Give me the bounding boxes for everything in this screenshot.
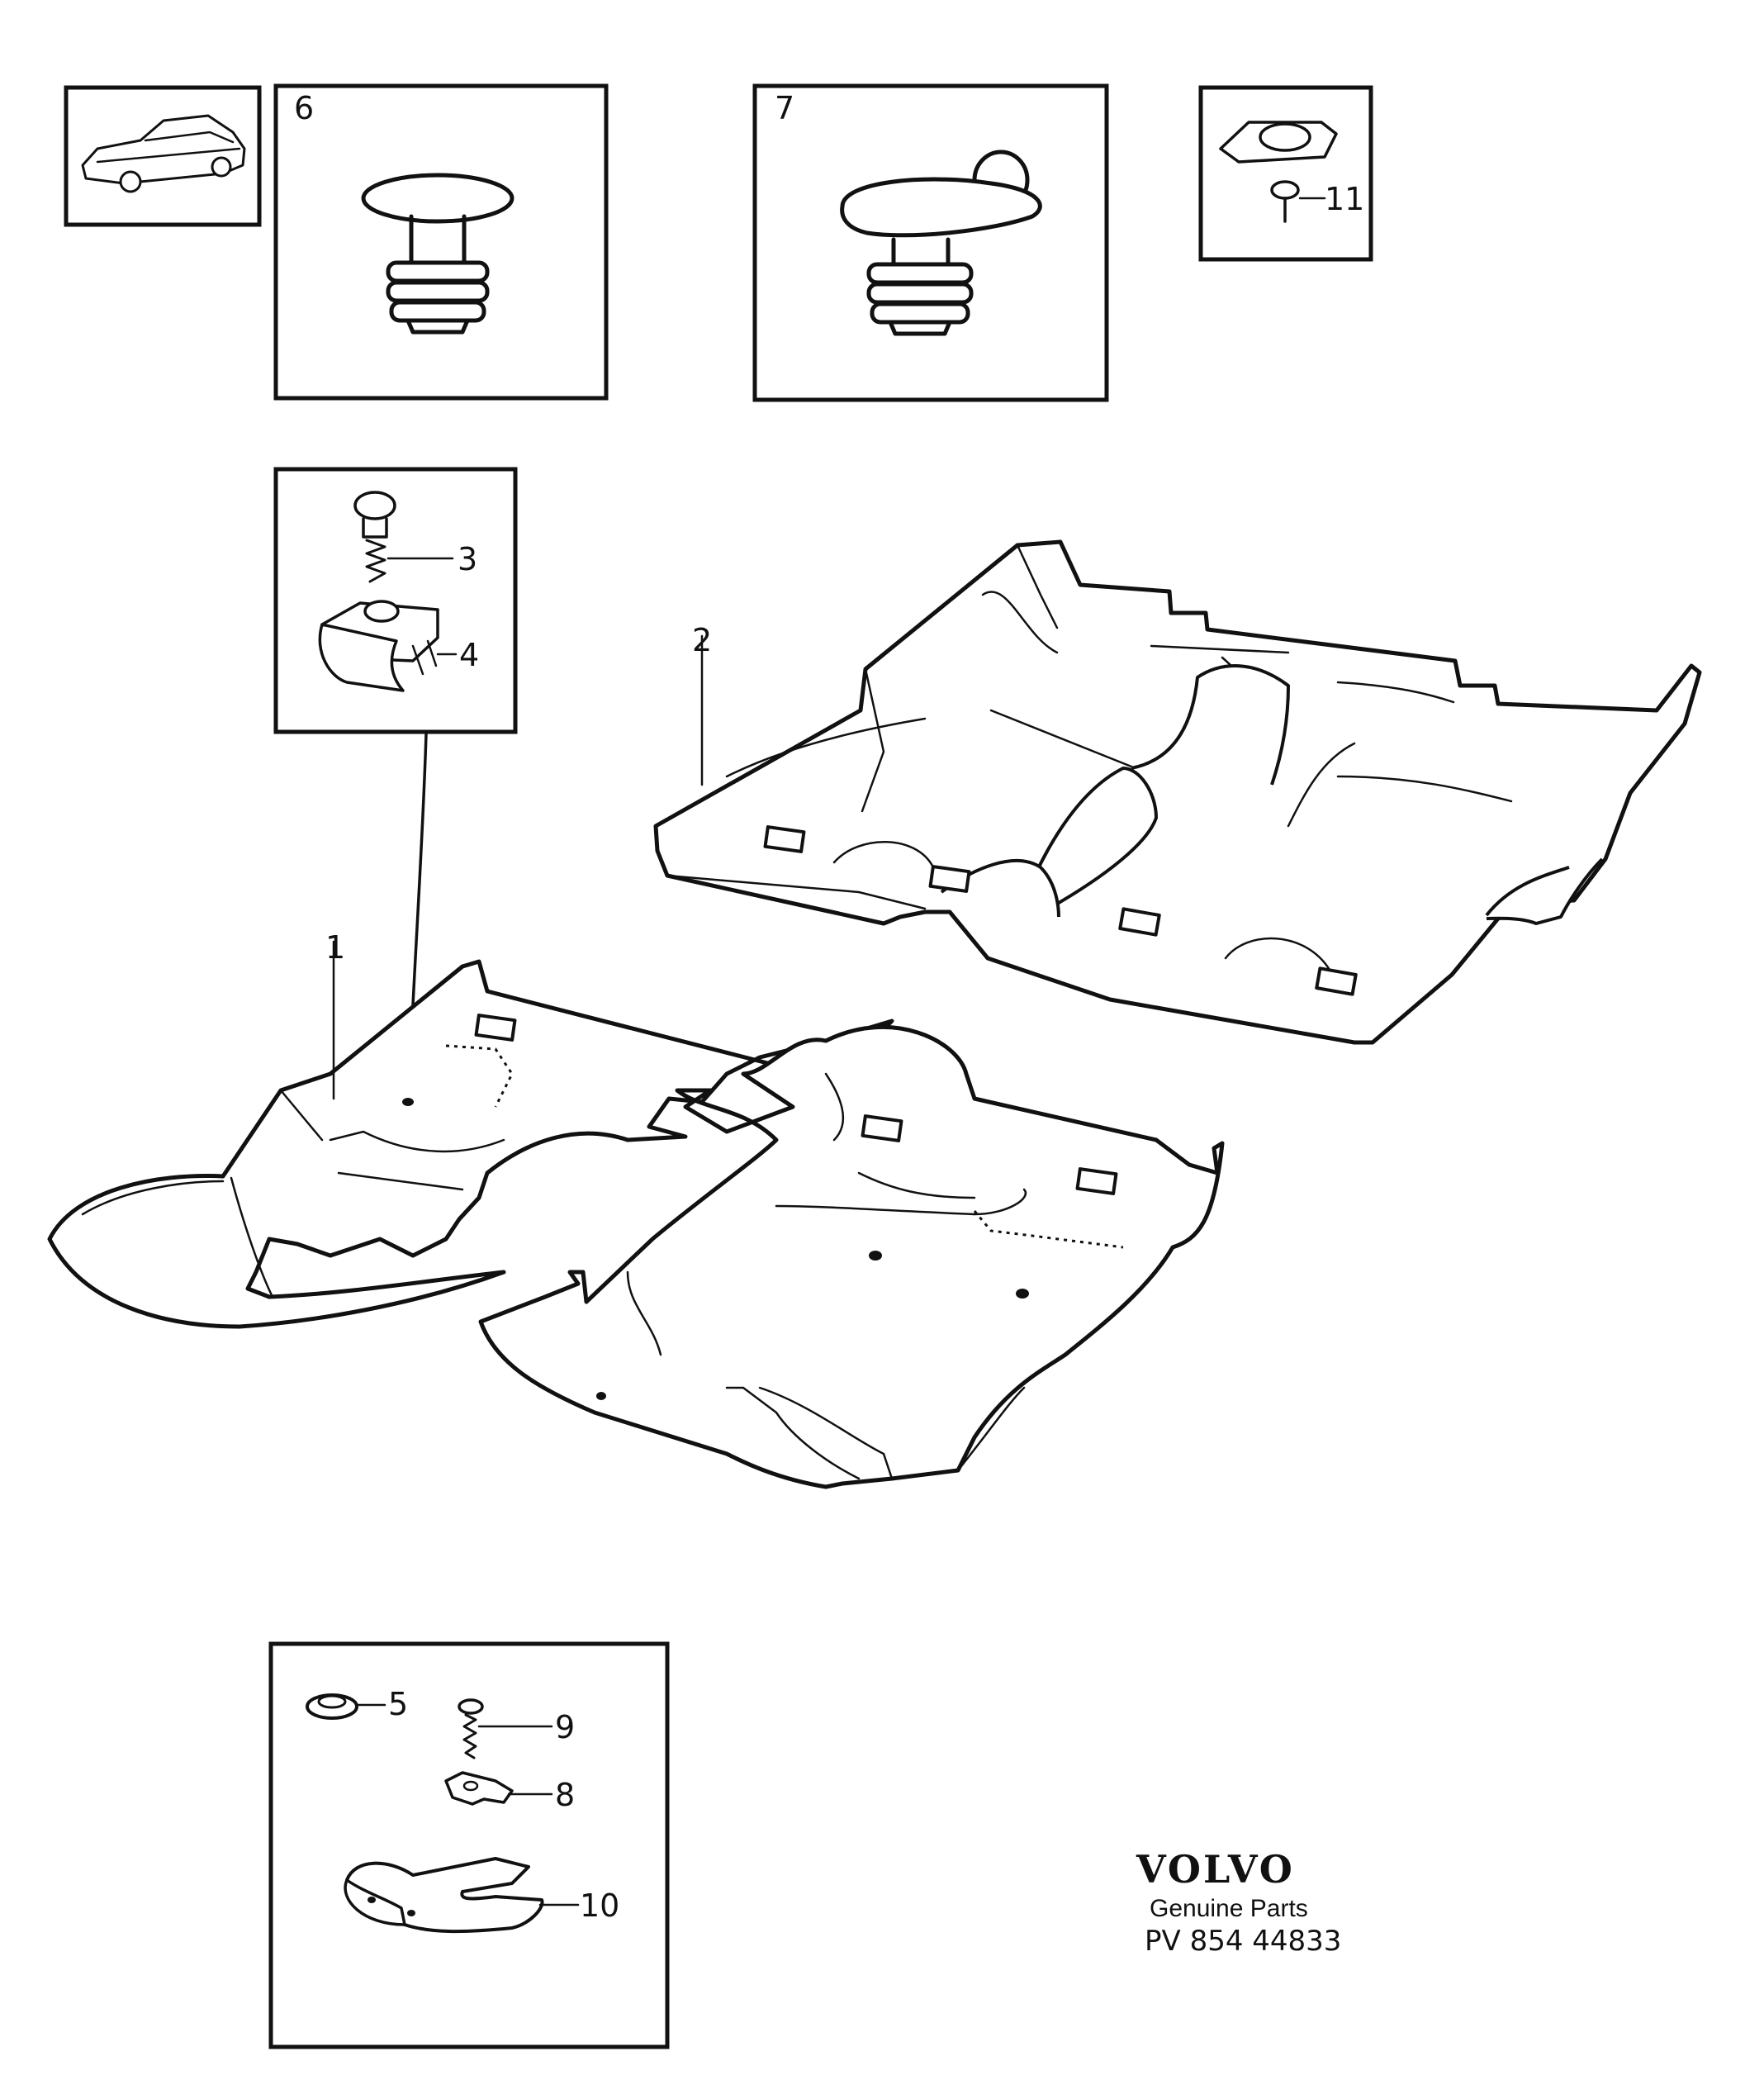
callout-4: 4	[459, 637, 479, 673]
callout-8: 8	[555, 1777, 575, 1813]
front-floor-mat-1: 1	[47, 929, 1225, 1489]
plate-10-icon	[344, 1857, 544, 1934]
detail-box-5-8-9-10-frame	[268, 1641, 670, 2049]
callout-11: 11	[1325, 181, 1364, 217]
callout-3: 3	[458, 541, 477, 577]
detail-box-11: 11	[1198, 85, 1373, 262]
brand-block: VOLVO Genuine Parts PV 854 44833	[1133, 1847, 1430, 1958]
callout-7: 7	[775, 90, 794, 126]
bracket-8-icon	[444, 1771, 514, 1806]
tab-clip-icon	[840, 150, 1042, 336]
callout-2: 2	[692, 622, 712, 658]
detail-box-7: 7	[752, 83, 1109, 402]
detail-box-7-frame	[752, 83, 1109, 402]
car-side-view-icon	[81, 114, 246, 193]
brand-tagline: Genuine Parts	[1150, 1895, 1308, 1922]
grommet-5-icon	[306, 1693, 358, 1720]
volvo-logo: VOLVO	[1136, 1847, 1295, 1892]
clip-nut-4-icon	[318, 600, 439, 692]
callout-10: 10	[580, 1887, 619, 1924]
detail-box-3-4-frame	[273, 467, 518, 734]
detail-box-5-8-9-10: 5 9 8 10	[268, 1641, 670, 2049]
screw-3-icon	[353, 491, 396, 583]
detail-box-11-frame	[1198, 85, 1373, 262]
detail-box-6-frame	[273, 83, 609, 401]
part-code: PV 854 44833	[1145, 1925, 1342, 1958]
callout-6: 6	[294, 90, 314, 126]
car-thumbnail-frame	[64, 85, 262, 227]
rear-floor-mat-2: 2	[653, 539, 1702, 1045]
detail-box-3-4: 3 4	[273, 467, 518, 734]
push-clip-icon	[361, 173, 514, 335]
callout-9: 9	[555, 1709, 575, 1745]
car-thumbnail-panel	[64, 85, 262, 227]
screw-9-icon	[458, 1698, 484, 1759]
callout-1: 1	[325, 929, 345, 966]
plate-screw-icon	[1219, 121, 1338, 223]
detail-box-6: 6	[273, 83, 609, 401]
callout-5: 5	[388, 1686, 408, 1722]
